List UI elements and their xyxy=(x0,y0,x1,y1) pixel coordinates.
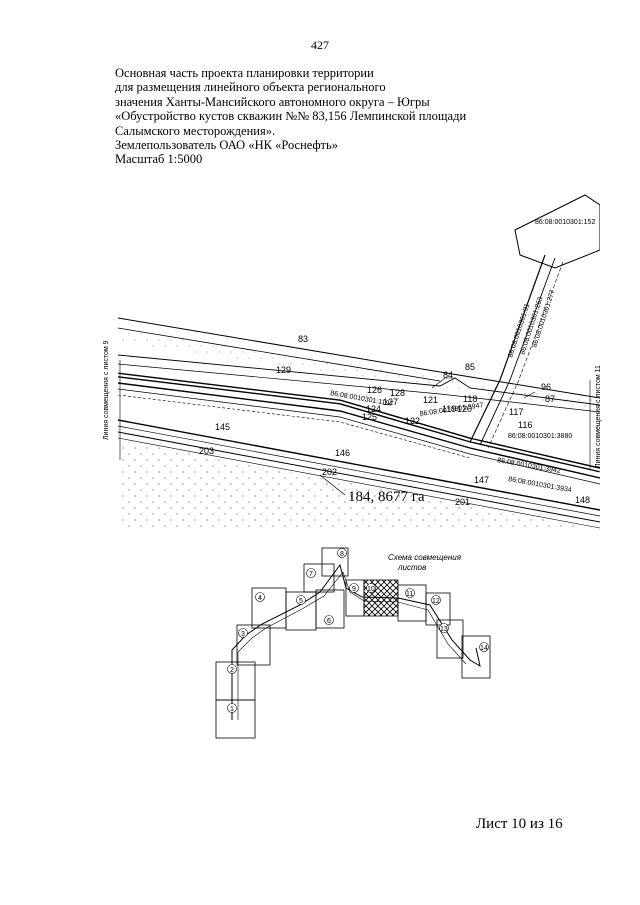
scheme-title-line: листов xyxy=(397,563,426,572)
scheme-title-line: Схема совмещения xyxy=(388,553,462,562)
parcel-label: 125 xyxy=(362,412,377,422)
sheet-number: 11 xyxy=(406,591,413,598)
parcel-label: 120 xyxy=(457,404,472,414)
sheet-number: 13 xyxy=(440,626,448,633)
sheet-number: 8 xyxy=(340,551,344,558)
parcel-label: 129 xyxy=(276,365,291,375)
well-pad-outline xyxy=(514,194,600,269)
sheet-number: 5 xyxy=(299,598,303,605)
parcel-label: 116 xyxy=(518,420,532,430)
sheet-box xyxy=(315,589,345,629)
area-label: 184, 8677 га xyxy=(348,489,425,505)
sheet-number: 9 xyxy=(352,586,356,593)
sheet-number: 2 xyxy=(230,667,234,674)
header-line: Основная часть проекта планировки террит… xyxy=(115,66,374,80)
match-line-label-right: Линия совмещения с листом 11 xyxy=(595,365,602,468)
parcel-label: 121 xyxy=(423,395,438,405)
parcel-label: 83 xyxy=(298,334,308,344)
parcel-label: 117 xyxy=(509,407,523,417)
parcel-label: 118 xyxy=(463,394,477,404)
sheet-number: 6 xyxy=(327,618,331,625)
boundary-line xyxy=(118,363,600,413)
cadastral-label: 86:08:0010301:1197 xyxy=(330,390,394,408)
scale-line: Масштаб 1:5000 xyxy=(115,152,203,167)
header-line: Землепользователь ОАО «НК «Роснефть» xyxy=(115,138,338,153)
cadastral-label: 86:08:0010301:152 xyxy=(535,219,595,226)
parcel-label: 119 xyxy=(442,404,456,414)
cadastral-label: 86:08:0010301:3934 xyxy=(508,476,573,494)
sheet-number: 10 xyxy=(367,586,375,593)
header-line: «Обустройство кустов скважин №№ 83,156 Л… xyxy=(115,109,467,124)
sheet-number: 14 xyxy=(480,645,488,652)
sheet-box xyxy=(425,592,451,626)
pipeline-line xyxy=(469,254,546,443)
sheet-scheme: Схема совмещения листов xyxy=(215,547,491,739)
sheet-number: 1 xyxy=(230,706,234,713)
parcel-label: 87 xyxy=(545,394,555,404)
sheet-box xyxy=(436,619,464,659)
parcel-label: 202 xyxy=(322,467,337,477)
sheet-number: 3 xyxy=(241,631,245,638)
header-line: для размещения линейного объекта региона… xyxy=(115,80,386,95)
document-header: Основная часть проекта планировки террит… xyxy=(115,66,515,167)
parcel-label: 127 xyxy=(383,397,398,407)
map-drawing xyxy=(118,194,600,530)
sheet-box xyxy=(303,563,335,593)
page-number: 427 xyxy=(311,38,329,52)
parcel-label: 122 xyxy=(405,416,420,426)
sheet-number: 7 xyxy=(309,571,313,578)
parcel-label: 203 xyxy=(199,446,214,456)
parcel-label: 146 xyxy=(335,448,350,458)
parcel-label: 201 xyxy=(455,497,470,507)
road-line xyxy=(118,419,600,511)
cadastral-label: 86:08:0010301:3880 xyxy=(508,433,572,440)
parcel-label: 124 xyxy=(366,404,381,414)
sheet-box xyxy=(321,547,349,577)
parcel-label: 128 xyxy=(390,388,405,398)
parcel-label: 85 xyxy=(465,362,475,372)
boundary-line xyxy=(118,327,441,382)
parcel-label: 126 xyxy=(367,385,382,395)
parcel-label: 84 xyxy=(443,370,453,380)
parcel-label: 147 xyxy=(474,475,489,485)
sheet-number: 12 xyxy=(432,598,440,605)
parcel-label: 145 xyxy=(215,422,230,432)
sheet-box xyxy=(215,661,256,701)
sheet-number: 4 xyxy=(258,595,262,602)
header-line: Салымского месторождения». xyxy=(115,123,276,138)
match-line-label-left: Линия совмещения с листом 9 xyxy=(103,340,110,440)
parcel-label: 148 xyxy=(575,495,590,505)
header-line: значения Ханты-Мансийского автономного о… xyxy=(115,94,430,109)
route-line xyxy=(231,563,481,720)
boundary-line xyxy=(118,317,600,399)
parcel-label: 96 xyxy=(541,382,551,392)
forest-area xyxy=(118,440,600,530)
sheet-box xyxy=(461,635,491,679)
sheet-counter: Лист 10 из 16 xyxy=(476,816,563,832)
